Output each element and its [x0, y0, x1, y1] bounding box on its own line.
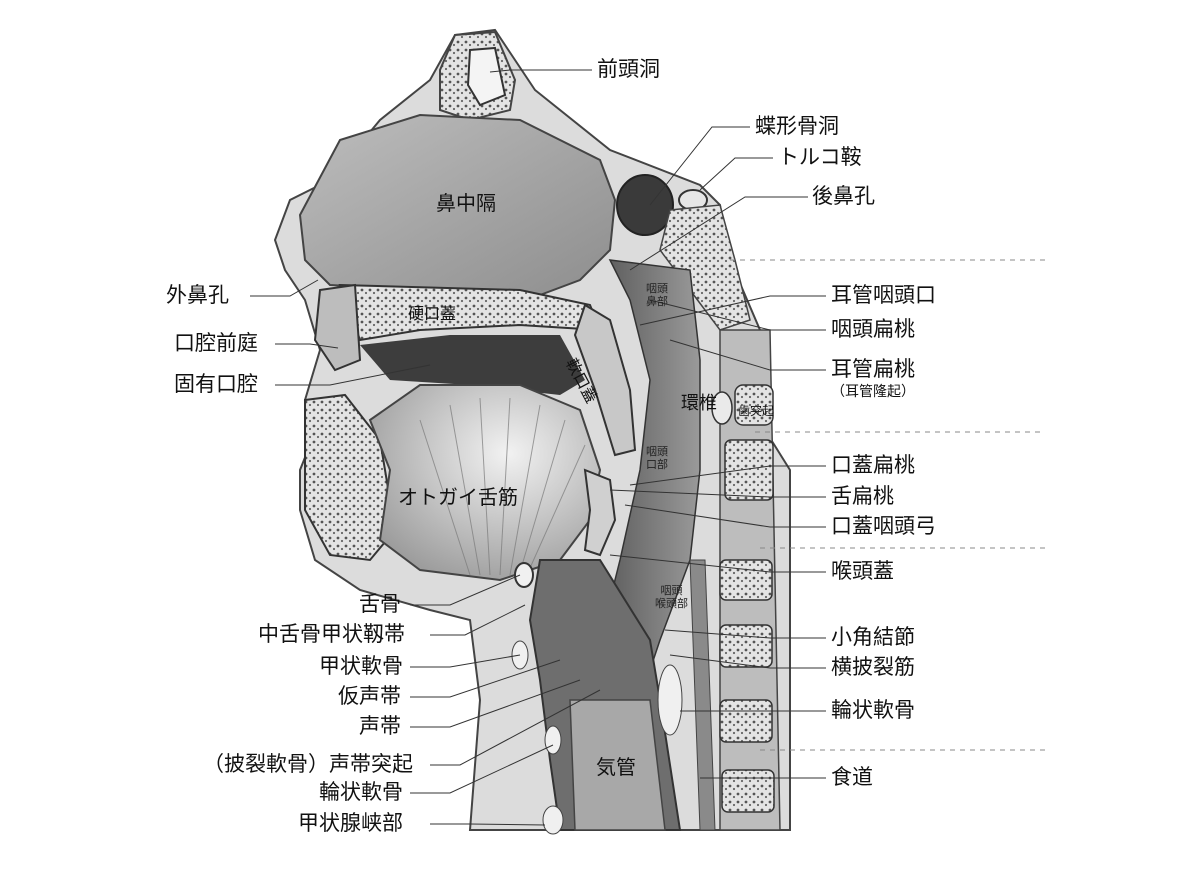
- oral-cavity: [360, 335, 585, 395]
- label-trachea: 気管: [596, 755, 636, 779]
- label-cricoid-cartilage-right: 輪状軟骨: [831, 698, 915, 722]
- vertebra-c2: [724, 439, 774, 501]
- label-dens: 歯突起: [738, 404, 775, 418]
- esophagus-shape: [689, 559, 716, 831]
- label-oral-vestibule: 口腔前庭: [174, 331, 258, 355]
- label-oral-cavity-proper: 固有口腔: [174, 372, 258, 396]
- cricoid-cartilage-front: [544, 725, 562, 755]
- hyoid-shape: [514, 562, 534, 588]
- label-atlas: 環椎: [681, 393, 717, 414]
- label-sphenoid-sinus: 蝶形骨洞: [755, 114, 839, 138]
- soft-palate-shape: [573, 303, 637, 457]
- label-thyroid-cartilage: 甲状軟骨: [319, 654, 403, 678]
- label-pharyngeal-tonsil: 咽頭扁桃: [831, 317, 915, 341]
- hard-palate-shape: [338, 283, 602, 342]
- thyroid-isthmus-shape: [542, 805, 564, 835]
- nasal-septum-shape: [298, 113, 617, 297]
- label-genioglossus: オトガイ舌筋: [398, 485, 518, 509]
- label-tubal-tonsil: 耳管扁桃: [831, 357, 915, 381]
- label-esophagus: 食道: [831, 765, 873, 789]
- label-palatine-tonsil: 口蓋扁桃: [831, 453, 915, 477]
- label-hard-palate: 硬口蓋: [408, 304, 457, 323]
- label-cricoid-cartilage-left: 輪状軟骨: [319, 780, 403, 804]
- label-corniculate-tubercle: 小角結節: [831, 625, 915, 649]
- label-hyoid: 舌骨: [359, 592, 401, 616]
- label-frontal-sinus: 前頭洞: [597, 57, 660, 81]
- label-vocal-process: （披裂軟骨）声帯突起: [203, 752, 413, 776]
- label-tubal-tonsil-sub: （耳管隆起）: [831, 384, 915, 400]
- label-median-thyrohyoid-ligament: 中舌骨甲状靱帯: [258, 622, 405, 646]
- label-sella-turcica: トルコ鞍: [778, 145, 862, 169]
- label-thyroid-isthmus: 甲状腺峡部: [298, 811, 403, 835]
- label-choanae: 後鼻孔: [812, 184, 875, 208]
- epiglottis-shape: [583, 468, 617, 557]
- label-nasal-septum: 鼻中隔: [436, 191, 496, 215]
- mandible: [304, 393, 397, 562]
- trachea-lumen: [569, 699, 666, 831]
- leader-lines: [250, 69, 826, 826]
- sphenoid-sinus-shape: [616, 174, 674, 236]
- atlas-vertebra: [734, 384, 774, 426]
- label-pharyngeal-opening-auditory-tube: 耳管咽頭口: [831, 283, 936, 307]
- label-vestibular-fold: 仮声帯: [338, 684, 401, 708]
- label-palatopharyngeal-arch: 口蓋咽頭弓: [831, 514, 936, 538]
- dens-shape: [711, 391, 733, 425]
- label-transverse-arytenoid: 横披裂筋: [831, 655, 915, 679]
- label-laryngopharynx-text: 咽頭 喉頭部: [655, 584, 688, 610]
- label-epiglottis: 喉頭蓋: [831, 559, 894, 583]
- label-lingual-tonsil: 舌扁桃: [831, 484, 894, 508]
- label-oropharynx: 咽頭 口部: [646, 445, 668, 471]
- frontal-sinus-cavity: [466, 46, 507, 107]
- label-laryngopharynx: 咽頭 喉頭部: [655, 584, 688, 610]
- label-nasopharynx-text: 咽頭 鼻部: [646, 282, 668, 308]
- vertebra-c4: [719, 624, 773, 668]
- cricoid-cartilage-back: [657, 664, 683, 736]
- vertebra-c3: [719, 559, 773, 601]
- label-nasopharynx: 咽頭 鼻部: [646, 282, 668, 308]
- upper-lip-incisor: [313, 283, 362, 372]
- vertebra-c6: [721, 769, 775, 813]
- level-dashes: [730, 259, 1045, 751]
- label-nostril: 外鼻孔: [166, 283, 229, 307]
- label-oropharynx-text: 咽頭 口部: [646, 445, 668, 471]
- vertebra-c5: [719, 699, 773, 743]
- label-vocal-fold: 声帯: [359, 714, 401, 738]
